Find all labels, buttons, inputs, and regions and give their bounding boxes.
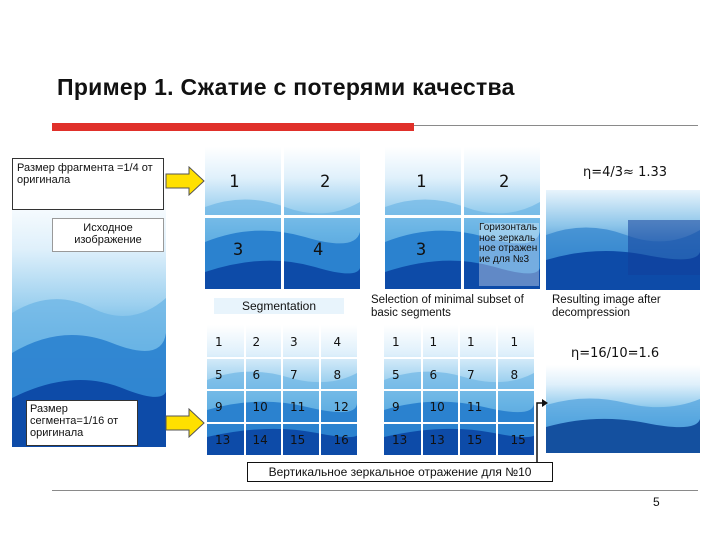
grid-mid-cell-9: 9 (392, 400, 400, 414)
fragment-size-box: Размер фрагмента =1/4 от оригинала (12, 158, 164, 210)
grid-mid-cell-16: 15 (510, 432, 526, 447)
grid-left-cell-13: 13 (215, 432, 231, 447)
page-number: 5 (653, 495, 660, 509)
source-image-text: Исходное изображение (74, 222, 142, 246)
segment-size-box: Размер сегмента=1/16 от оригинала (26, 400, 138, 446)
frag-left-2: 2 (320, 172, 331, 192)
page-title: Пример 1. Сжатие с потерями качества (57, 74, 515, 100)
frag-left-4: 4 (313, 240, 324, 260)
grid-mid-cell-2: 1 (429, 335, 438, 349)
fragments-left (205, 147, 360, 289)
selection-label: Selection of minimal subset of basic seg… (371, 294, 524, 319)
grid-left-cell-4: 4 (333, 335, 342, 349)
frag-left-3: 3 (233, 240, 244, 260)
grid-left-cell-10: 10 (252, 400, 268, 414)
title-underline-gray (414, 125, 698, 126)
arrow-to-segments (165, 408, 205, 438)
result-image-top (546, 190, 700, 290)
grid-mid-cell-5: 5 (392, 367, 400, 382)
grid-mid-cell-7: 7 (467, 367, 475, 382)
grid-left-cell-2: 2 (252, 335, 261, 349)
grid-left-cell-12: 12 (333, 400, 349, 414)
grid-left-cell-3: 3 (290, 335, 298, 349)
source-image-box: Исходное изображение (52, 218, 164, 252)
vertical-mirror-box: Вертикальное зеркальное отражение для №1… (247, 462, 553, 482)
grid-left-cell-5: 5 (215, 367, 223, 382)
result-label: Resulting image after decompression (552, 294, 661, 319)
arrow-to-fragments (165, 166, 205, 196)
grid-mid-cell-4: 1 (510, 335, 519, 349)
grid-mid-cell-13: 13 (392, 432, 408, 447)
segmentation-label: Segmentation (214, 298, 344, 314)
grid-left-cell-8: 8 (333, 367, 342, 382)
grid-left-cell-16: 16 (333, 432, 349, 447)
frag-mid-2: 2 (499, 172, 510, 192)
segment-size-text: Размер сегмента=1/16 от оригинала (30, 403, 119, 439)
frag-mid-3: 3 (416, 240, 427, 260)
grid-left-cell-11: 11 (290, 400, 306, 414)
eta-bottom: η=16/10=1.6 (571, 346, 660, 361)
horizontal-mirror-note: Горизонтальное зеркальное отражение для … (479, 223, 539, 286)
grid-mid-cell-14: 13 (429, 432, 445, 447)
grid-mid-cell-6: 6 (429, 367, 438, 382)
footer-line (52, 490, 698, 491)
grid-left-cell-14: 14 (252, 432, 268, 447)
grid-left-cell-15: 15 (290, 432, 306, 447)
grid-mid-cell-10: 10 (429, 400, 445, 414)
mirror-connector (536, 399, 548, 465)
eta-top: η=4/3≈ 1.33 (583, 165, 668, 180)
vertical-mirror-text: Вертикальное зеркальное отражение для №1… (268, 465, 532, 479)
frag-left-1: 1 (229, 172, 240, 192)
grid-left-cell-1: 1 (215, 335, 223, 349)
grid-left-cell-9: 9 (215, 400, 223, 414)
title-underline-red (52, 123, 414, 131)
frag-mid-1: 1 (416, 172, 427, 192)
fragment-size-text: Размер фрагмента =1/4 от оригинала (17, 162, 153, 186)
grid-left-cell-6: 6 (252, 367, 261, 382)
result-image-bottom (546, 365, 700, 453)
grid-mid-cell-1: 1 (392, 335, 400, 349)
grid-mid-cell-15: 15 (467, 432, 483, 447)
fragments-mid (385, 147, 540, 289)
grid-mid-cell-11: 11 (467, 400, 483, 414)
grid-left-cell-7: 7 (290, 367, 298, 382)
grid-mid-cell-8: 8 (510, 367, 519, 382)
grid-mid-cell-3: 1 (467, 335, 475, 349)
